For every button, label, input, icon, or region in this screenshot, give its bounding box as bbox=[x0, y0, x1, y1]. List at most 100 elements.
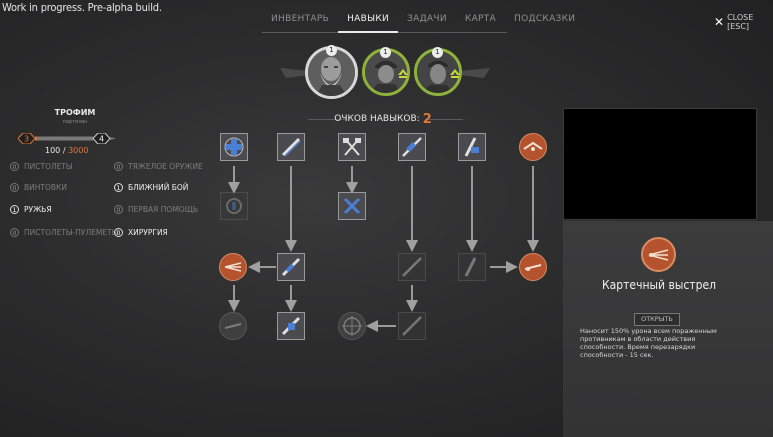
skill-pistols[interactable]: 0 ПИСТОЛЕТЫ bbox=[10, 162, 73, 171]
skill-level: 0 bbox=[114, 205, 123, 214]
skill-node-tools[interactable] bbox=[338, 192, 366, 220]
tab-hints[interactable]: ПОДСКАЗКИ bbox=[514, 14, 576, 24]
skill-level: 0 bbox=[10, 228, 19, 237]
main-tabs: ИНВЕНТАРЬ НАВЫКИ ЗАДАЧИ КАРТА ПОДСКАЗКИ bbox=[262, 8, 575, 33]
skill-melee[interactable]: 1 БЛИЖНИЙ БОЙ bbox=[114, 183, 188, 192]
crosshair-icon bbox=[342, 316, 362, 336]
soldier-face-icon bbox=[417, 51, 459, 93]
close-label: CLOSE [ESC] bbox=[727, 13, 754, 31]
skill-level: 1 bbox=[114, 183, 123, 192]
skill-level: 0 bbox=[114, 228, 123, 237]
rifle-icon bbox=[402, 137, 422, 157]
ability-preview-video bbox=[563, 108, 757, 220]
skill-node-pistol[interactable] bbox=[458, 133, 486, 161]
level-progress-bar: 3 4 bbox=[18, 133, 116, 144]
skill-level: 0 bbox=[114, 162, 123, 171]
rank-chevron-icon bbox=[450, 69, 460, 78]
bayonet-icon bbox=[523, 141, 543, 151]
portrait-badge-1: 1 bbox=[326, 45, 337, 56]
character-name: ТРОФИМ bbox=[54, 108, 96, 117]
next-level: 4 bbox=[99, 134, 104, 143]
scatter-shot-icon bbox=[648, 249, 669, 261]
skill-points-value: 2 bbox=[422, 111, 432, 127]
scatter-shot-icon bbox=[224, 262, 242, 272]
skill-points-label: ОЧКОВ НАВЫКОВ: bbox=[334, 114, 420, 124]
close-button[interactable]: ✕ CLOSE [ESC] bbox=[714, 13, 773, 31]
shotgun-icon bbox=[281, 316, 301, 336]
portrait-badge-3: 1 bbox=[432, 47, 443, 58]
skill-name: РУЖЬЯ bbox=[24, 205, 52, 214]
medic-cross-icon bbox=[224, 137, 244, 157]
tab-inventory[interactable]: ИНВЕНТАРЬ bbox=[271, 14, 330, 24]
tab-map[interactable]: КАРТА bbox=[464, 14, 497, 24]
tab-skills[interactable]: НАВЫКИ bbox=[338, 8, 399, 33]
skill-heavy-weapons[interactable]: 0 ТЯЖЕЛОЕ ОРУЖИЕ bbox=[114, 162, 203, 171]
shotgun-icon bbox=[224, 323, 242, 329]
pistol-icon bbox=[464, 137, 479, 157]
skill-node-bandage[interactable] bbox=[220, 192, 248, 220]
skill-node-shotgun-mastery[interactable] bbox=[219, 312, 247, 340]
skill-node-shotgun-reload[interactable] bbox=[277, 312, 305, 340]
skill-level: 0 bbox=[10, 162, 19, 171]
portrait-badge-2: 1 bbox=[380, 47, 391, 58]
ability-title: Картечный выстрел bbox=[602, 278, 716, 292]
burst-icon bbox=[524, 264, 542, 271]
divider bbox=[425, 119, 463, 120]
skill-node-scatter-shot[interactable] bbox=[219, 253, 247, 281]
rifle-icon bbox=[402, 257, 422, 277]
close-icon: ✕ bbox=[714, 15, 725, 29]
ability-description: Наносит 150% урона всем пораженным проти… bbox=[580, 327, 717, 359]
skill-node-medic-cross[interactable] bbox=[220, 133, 248, 161]
skill-node-rifle[interactable] bbox=[398, 133, 426, 161]
skill-node-pistol-upgrade[interactable] bbox=[458, 253, 486, 281]
skill-node-rifle-upgrade[interactable] bbox=[398, 253, 426, 281]
skill-name: ПИСТОЛЕТЫ bbox=[24, 162, 73, 171]
xp-readout: 100 / 3000 bbox=[45, 146, 115, 155]
bandage-icon bbox=[226, 198, 242, 214]
shotgun-icon bbox=[281, 257, 301, 277]
skill-rifles[interactable]: 0 ВИНТОВКИ bbox=[10, 183, 67, 192]
character-role: партизан bbox=[62, 119, 88, 125]
skill-surgery[interactable]: 0 ХИРУРГИЯ bbox=[114, 228, 168, 237]
old-man-face-icon bbox=[308, 49, 355, 96]
skill-node-aim[interactable] bbox=[338, 312, 366, 340]
xp-separator: / bbox=[60, 146, 69, 155]
xp-current: 100 bbox=[45, 146, 61, 155]
portrait-wing-right-icon bbox=[460, 68, 490, 78]
rifle-icon bbox=[402, 316, 422, 336]
skill-name: ПИСТОЛЕТЫ-ПУЛЕМЕТЫ bbox=[24, 228, 119, 237]
portrait-wing-left-icon bbox=[280, 68, 310, 78]
rank-chevron-icon bbox=[398, 69, 408, 78]
skill-shotguns[interactable]: 1 РУЖЬЯ bbox=[10, 205, 52, 214]
skill-first-aid[interactable]: 0 ПЕРВАЯ ПОМОЩЬ bbox=[114, 205, 198, 214]
pistol-icon bbox=[464, 257, 477, 277]
xp-max: 3000 bbox=[68, 146, 89, 155]
skill-node-melee-ability[interactable] bbox=[519, 133, 547, 161]
shotgun-icon bbox=[281, 137, 301, 157]
crossed-axes-icon bbox=[343, 138, 361, 156]
selected-ability-icon bbox=[641, 237, 676, 272]
skill-name: ТЯЖЕЛОЕ ОРУЖИЕ bbox=[128, 162, 203, 171]
skill-name: ВИНТОВКИ bbox=[24, 183, 67, 192]
current-level: 3 bbox=[24, 134, 29, 143]
soldier-face-icon bbox=[365, 51, 407, 93]
skill-node-shotgun[interactable] bbox=[277, 133, 305, 161]
crossed-tools-icon bbox=[343, 197, 361, 215]
skill-name: ХИРУРГИЯ bbox=[128, 228, 168, 237]
unlock-button[interactable]: ОТКРЫТЬ bbox=[634, 313, 680, 326]
skill-points: ОЧКОВ НАВЫКОВ: 2 bbox=[308, 111, 458, 127]
divider bbox=[308, 119, 346, 120]
skill-name: ПЕРВАЯ ПОМОЩЬ bbox=[128, 205, 199, 214]
skill-node-rifle-mastery[interactable] bbox=[398, 312, 426, 340]
skill-level: 1 bbox=[10, 205, 19, 214]
skill-name: БЛИЖНИЙ БОЙ bbox=[128, 183, 189, 192]
level-progress-fill bbox=[35, 136, 37, 141]
prealpha-banner: Work in progress. Pre-alpha build. bbox=[2, 1, 162, 14]
skill-node-burst-ability[interactable] bbox=[519, 253, 547, 281]
skill-node-shotgun-upgrade[interactable] bbox=[277, 253, 305, 281]
skill-node-axes[interactable] bbox=[338, 133, 366, 161]
tab-tasks[interactable]: ЗАДАЧИ bbox=[407, 14, 447, 24]
skill-level: 0 bbox=[10, 183, 19, 192]
skill-smg[interactable]: 0 ПИСТОЛЕТЫ-ПУЛЕМЕТЫ bbox=[10, 228, 118, 237]
